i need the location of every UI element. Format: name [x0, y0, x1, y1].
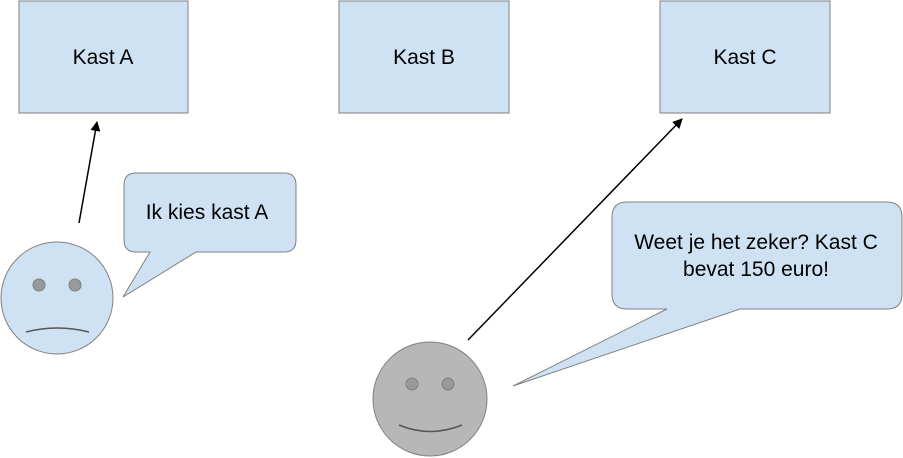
arrow-to-kast-a	[78, 121, 101, 224]
sad-face	[0, 241, 114, 355]
sad-face-right-eye	[68, 278, 82, 292]
box-kast-a-label: Kast A	[73, 46, 134, 69]
box-kast-c-label: Kast C	[713, 46, 776, 69]
happy-face-left-eye	[405, 377, 419, 391]
happy-face-mouth	[398, 424, 463, 433]
sad-face-mouth	[25, 327, 90, 333]
arrow-to-kast-c	[467, 118, 683, 341]
speech-bubble-left: Ik kies kast A	[122, 172, 297, 298]
box-kast-c: Kast C	[659, 0, 831, 114]
speech-bubble-left-text: Ik kies kast A	[146, 201, 269, 224]
box-kast-a: Kast A	[18, 0, 189, 114]
happy-face	[372, 341, 488, 457]
speech-bubble-right: Weet je het zeker? Kast C bevat 150 euro…	[512, 201, 903, 387]
happy-face-right-eye	[441, 377, 455, 391]
speech-bubble-right-line2: bevat 150 euro!	[683, 258, 829, 281]
box-kast-b: Kast B	[338, 0, 510, 114]
sad-face-left-eye	[32, 278, 46, 292]
speech-bubble-right-line1: Weet je het zeker? Kast C	[634, 231, 878, 254]
box-kast-b-label: Kast B	[393, 46, 455, 69]
